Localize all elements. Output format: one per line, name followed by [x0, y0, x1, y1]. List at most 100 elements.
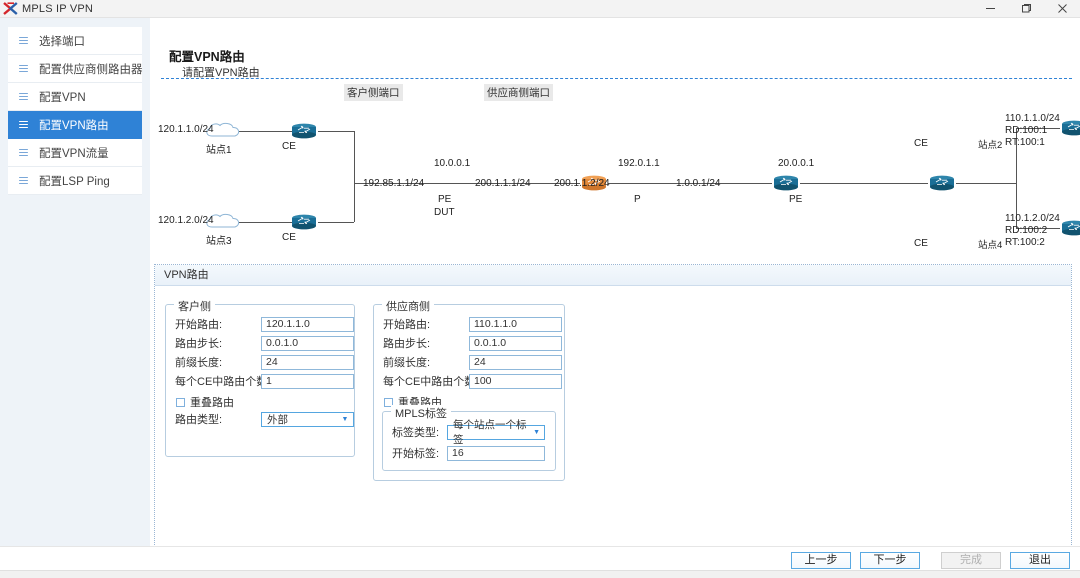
label-ce1: CE	[282, 141, 296, 152]
label-site3-network: 120.1.2.0/24	[158, 215, 214, 226]
sidebar-item-label: 配置VPN路由	[39, 119, 109, 132]
ixia-x-logo-icon	[3, 2, 18, 15]
link-bus-right-vertical	[1016, 128, 1017, 228]
provider-overlapping-routes-checkbox[interactable]	[384, 397, 393, 407]
label-site2-rt: RT:100:1	[1005, 137, 1045, 148]
customer-side-legend: 客户侧	[174, 298, 215, 314]
link-pe-to-bus	[956, 183, 1016, 184]
router-ce3-icon	[290, 214, 318, 231]
next-step-button[interactable]: 下一步	[860, 552, 920, 569]
window-controls	[972, 0, 1080, 17]
provider-side-group: 供应商侧 开始路由: 路由步长: 前缀长度: 每个CE中路由个数:	[373, 298, 565, 481]
provider-route-step-input[interactable]	[469, 335, 562, 351]
mpls-label-group: MPLS标签 标签类型: 每个站点一个标签 ▼ 开始标签:	[382, 405, 556, 471]
field-label: 开始路由:	[383, 319, 431, 331]
link-bus-left-vertical-lower	[354, 183, 355, 222]
label-site2-rd: RD:100:1	[1005, 125, 1048, 136]
sidebar-item-label: 配置VPN流量	[39, 147, 109, 160]
provider-start-route-input[interactable]	[469, 316, 562, 332]
sidebar-item-configure-vpn[interactable]: 配置VPN	[8, 83, 142, 111]
label-site1-name: 站点1	[206, 145, 232, 156]
field-provider-prefix-length: 前缀长度:	[383, 354, 562, 370]
label-site2-network: 110.1.1.0/24	[1005, 113, 1060, 124]
sidebar-item-configure-vpn-routes[interactable]: 配置VPN路由	[8, 111, 142, 139]
finish-button: 完成	[941, 552, 1001, 569]
field-label: 标签类型:	[392, 427, 440, 439]
customer-routes-per-ce-input[interactable]	[261, 373, 354, 389]
sidebar-item-configure-vpn-traffic[interactable]: 配置VPN流量	[8, 139, 142, 167]
chevron-down-icon[interactable]: ▼	[533, 428, 541, 436]
wizard-buttons: 上一步 下一步 完成 退出	[791, 552, 1070, 569]
vpn-routes-panel: VPN路由 客户侧 开始路由: 路由步长: 前缀长度: 每个CE中路由个数	[154, 264, 1072, 555]
customer-route-type-select[interactable]: 外部 ▼	[261, 411, 354, 427]
provider-routes-per-ce-input[interactable]	[469, 373, 562, 389]
link-bus-left-vertical	[354, 131, 355, 183]
exit-button[interactable]: 退出	[1010, 552, 1070, 569]
page-subtitle: 请配置VPN路由	[182, 67, 260, 79]
list-icon	[19, 64, 28, 73]
link-bus-to-ce4	[1016, 228, 1060, 229]
close-icon[interactable]	[1044, 0, 1080, 17]
sidebar-item-select-ports[interactable]: 选择端口	[8, 27, 142, 55]
link-site3-ce3	[231, 222, 294, 223]
field-label: 每个CE中路由个数:	[175, 376, 271, 388]
maximize-icon[interactable]	[1008, 0, 1044, 17]
field-customer-start-route: 开始路由:	[175, 316, 354, 332]
field-label: 开始标签:	[392, 448, 440, 460]
customer-overlapping-routes-row[interactable]: 重叠路由	[176, 394, 234, 410]
label-p-address: 192.0.1.1	[618, 158, 660, 169]
label-p: P	[634, 194, 641, 205]
field-label: 前缀长度:	[383, 357, 431, 369]
label-site3-name: 站点3	[206, 236, 232, 247]
link-ce1-bus	[318, 131, 354, 132]
sidebar-item-label: 选择端口	[39, 35, 85, 48]
header-divider	[161, 78, 1072, 79]
field-label: 前缀长度:	[175, 357, 223, 369]
sidebar-item-provider-routers[interactable]: 配置供应商侧路由器	[8, 55, 143, 83]
customer-route-step-input[interactable]	[261, 335, 354, 351]
list-icon	[19, 148, 28, 157]
field-customer-routes-per-ce: 每个CE中路由个数:	[175, 373, 354, 389]
field-label: 路由类型:	[175, 414, 223, 426]
router-ce2-icon	[1060, 120, 1080, 137]
customer-start-route-input[interactable]	[261, 316, 354, 332]
field-customer-route-type: 路由类型: 外部 ▼	[175, 411, 354, 427]
label-site4-network: 110.1.2.0/24	[1005, 213, 1060, 224]
provider-prefix-length-input[interactable]	[469, 354, 562, 370]
sidebar-item-configure-lsp-ping[interactable]: 配置LSP Ping	[8, 167, 142, 195]
field-customer-route-step: 路由步长:	[175, 335, 354, 351]
chevron-down-icon[interactable]: ▼	[341, 415, 349, 423]
label-ce2: CE	[914, 138, 928, 149]
link-pedut-to-p	[608, 183, 772, 184]
field-label: 开始路由:	[175, 319, 223, 331]
label-pedut-address: 10.0.0.1	[434, 158, 471, 169]
label-pedut-sub: DUT	[434, 207, 455, 218]
mpls-start-label-input[interactable]	[447, 445, 545, 461]
label-link-pedut-to-p: 200.1.1.1/24	[475, 178, 531, 189]
link-bus-to-pedut	[354, 183, 580, 184]
minimize-icon[interactable]	[972, 0, 1008, 17]
list-icon	[19, 176, 28, 185]
customer-overlapping-routes-checkbox[interactable]	[176, 397, 185, 407]
customer-prefix-length-input[interactable]	[261, 354, 354, 370]
field-provider-routes-per-ce: 每个CE中路由个数:	[383, 373, 562, 389]
field-label: 路由步长:	[175, 338, 223, 350]
label-site1-network: 120.1.1.0/24	[158, 124, 214, 135]
link-bus-to-ce2	[1016, 128, 1060, 129]
sidebar: 选择端口 配置供应商侧路由器 配置VPN 配置VPN路由 配置VPN流量 配置L…	[0, 18, 150, 578]
cloud-site3	[204, 213, 242, 230]
field-customer-prefix-length: 前缀长度:	[175, 354, 354, 370]
mpls-label-type-select[interactable]: 每个站点一个标签 ▼	[447, 419, 545, 446]
router-p-icon	[772, 175, 800, 192]
label-ce3: CE	[282, 232, 296, 243]
prev-step-button[interactable]: 上一步	[791, 552, 851, 569]
list-icon	[19, 92, 28, 101]
panel-header: VPN路由	[155, 265, 1071, 286]
label-link-p-left: 200.1.1.2/24	[554, 178, 610, 189]
window-titlebar: MPLS IP VPN	[0, 0, 1080, 18]
cloud-site1	[204, 122, 242, 139]
sidebar-item-label: 配置VPN	[39, 91, 86, 104]
page-title: 配置VPN路由	[169, 50, 245, 64]
field-mpls-label-type: 标签类型: 每个站点一个标签 ▼	[392, 419, 545, 446]
label-pe2-address: 20.0.0.1	[778, 158, 815, 169]
